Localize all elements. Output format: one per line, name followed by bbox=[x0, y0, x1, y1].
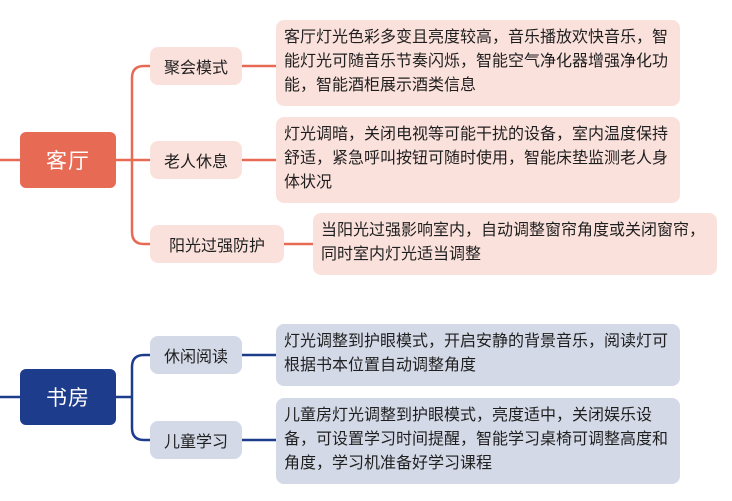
child-study-description: 儿童房灯光调整到护眼模式，亮度适中，关闭娱乐设备，可设置学习时间提醒，智能学习桌… bbox=[276, 398, 680, 484]
study-connectors bbox=[0, 353, 276, 442]
party-mode-description: 客厅灯光色彩多变且亮度较高，音乐播放欢快音乐，智能灯光可随音乐节奏闪烁，智能空气… bbox=[276, 20, 680, 106]
living-room-connectors bbox=[0, 64, 313, 246]
elder-rest-description: 灯光调暗，关闭电视等可能干扰的设备，室内温度保持舒适，紧急呼叫按钮可随时使用，智… bbox=[276, 117, 680, 203]
elder-rest-node: 老人休息 bbox=[150, 141, 242, 179]
party-mode-node: 聚会模式 bbox=[150, 47, 242, 85]
sun-protection-node: 阳光过强防护 bbox=[150, 225, 284, 263]
leisure-reading-node: 休闲阅读 bbox=[150, 336, 242, 374]
living-room-node: 客厅 bbox=[20, 132, 116, 188]
leisure-reading-description: 灯光调整到护眼模式，开启安静的背景音乐，阅读灯可根据书本位置自动调整角度 bbox=[276, 324, 680, 386]
sun-protection-description: 当阳光过强影响室内，自动调整窗帘角度或关闭窗帘，同时室内灯光适当调整 bbox=[313, 213, 717, 275]
child-study-node: 儿童学习 bbox=[150, 421, 242, 459]
study-node: 书房 bbox=[20, 369, 116, 425]
